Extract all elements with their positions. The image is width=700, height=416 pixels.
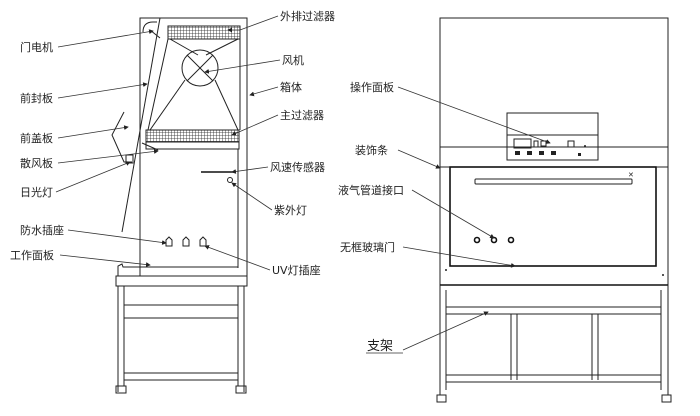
- fan-icon: [181, 49, 219, 87]
- gas-liquid-ports: [473, 236, 515, 244]
- exhaust-filter: [167, 25, 241, 40]
- label-exhaust-filter: 外排过滤器: [280, 9, 335, 23]
- label-diffuser-plate: 散风板: [20, 156, 53, 170]
- main-filter: [145, 129, 240, 143]
- control-panel: [506, 112, 599, 161]
- label-frameless-glass-door: 无框玻璃门: [340, 240, 395, 254]
- front-view-drawing: ✕: [436, 17, 672, 403]
- label-front-cover-plate: 前盖板: [20, 131, 53, 145]
- frameless-glass-door: [449, 166, 657, 267]
- cabinet-body-outline: [139, 17, 248, 277]
- label-uv-lamp-socket: UV灯插座: [272, 263, 321, 277]
- front-view-labels: 操作面板 装饰条 液气管道接口 无框玻璃门 支架: [338, 80, 551, 354]
- door-handle: [474, 178, 633, 185]
- label-main-filter: 主过滤器: [280, 109, 324, 122]
- label-control-panel: 操作面板: [350, 80, 394, 94]
- side-stand: [115, 275, 248, 394]
- label-trim-strip: 装饰条: [355, 143, 388, 157]
- work-surface: [117, 263, 238, 276]
- side-view-drawing: [111, 17, 248, 394]
- socket-icons: [165, 236, 207, 247]
- front-seal-plate: [121, 17, 161, 233]
- label-work-surface: 工作面板: [10, 248, 54, 262]
- front-stand: [436, 285, 672, 403]
- label-uv-lamp: 紫外灯: [274, 204, 307, 217]
- label-front-seal-plate: 前封板: [20, 91, 53, 105]
- side-view-labels: 外排过滤器 门电机 风机 箱体 前封板 主过滤器 前盖板 散风板 日光灯 风速传…: [10, 9, 335, 277]
- door-motor-shape: [142, 21, 157, 33]
- label-gas-liquid-port: 液气管道接口: [338, 183, 404, 197]
- label-door-motor: 门电机: [20, 40, 53, 54]
- label-cabinet-body: 箱体: [280, 80, 302, 94]
- label-stand: 支架: [367, 339, 393, 354]
- label-waterproof-socket: 防水插座: [20, 223, 64, 237]
- diffuser-plate: [141, 142, 159, 151]
- x-mark: ✕: [628, 171, 634, 179]
- label-fluorescent-lamp: 日光灯: [20, 185, 53, 199]
- uv-lamp: [227, 177, 233, 183]
- label-fan: 风机: [282, 53, 304, 67]
- label-air-speed-sensor: 风速传感器: [270, 161, 325, 174]
